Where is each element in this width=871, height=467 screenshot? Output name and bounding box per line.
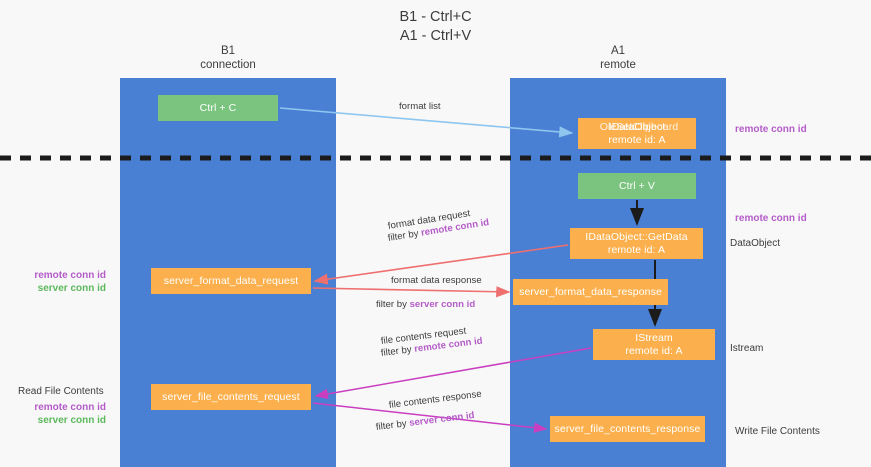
note-istream-text: Istream <box>730 343 764 354</box>
note-remote-conn-id-top: remote conn id <box>735 123 807 136</box>
note-remote-conn-id-mid: remote conn id <box>735 212 807 225</box>
node-server-format-data-response-label: server_format_data_response <box>519 285 662 298</box>
note-left-conn-ids-bottom: remote conn id server conn id <box>18 401 106 427</box>
note-remote-conn-id-top-text: remote conn id <box>735 124 807 135</box>
edge-label-file-contents-response: file contents response <box>388 388 483 411</box>
edge-label-format-data-response-filter: filter by server conn id <box>376 299 475 311</box>
column-header-a1: A1 remote <box>510 44 726 72</box>
filter-prefix: filter by <box>375 417 410 433</box>
node-istream[interactable]: IStream remote id: A <box>593 329 715 360</box>
node-ctrl-v[interactable]: Ctrl + V <box>578 173 696 199</box>
node-idataobject-getdata[interactable]: IDataObject::GetData remote id: A <box>570 228 703 259</box>
note-left-conn-ids-top: remote conn id server conn id <box>18 269 106 295</box>
node-server-format-data-request-label: server_format_data_request <box>163 274 299 287</box>
note-write-file-contents: Write File Contents <box>735 425 820 438</box>
node-idataobject-overlap-text: OleSetClipboard <box>599 121 679 133</box>
node-ctrl-v-label: Ctrl + V <box>618 179 656 192</box>
node-server-format-data-response[interactable]: server_format_data_response <box>513 279 668 305</box>
note-left-server-conn-id-2: server conn id <box>37 415 106 426</box>
node-istream-remote-id: remote id: A <box>625 344 683 357</box>
note-write-file-contents-text: Write File Contents <box>735 426 820 437</box>
node-server-file-contents-response-label: server_file_contents_response <box>554 422 701 435</box>
note-remote-conn-id-mid-text: remote conn id <box>735 213 807 224</box>
column-a1-name: A1 <box>610 45 626 57</box>
column-header-b1: B1 connection <box>120 44 336 72</box>
node-getdata-title: IDataObject::GetData <box>585 231 688 243</box>
node-server-file-contents-request-label: server_file_contents_request <box>162 390 300 403</box>
edge-label-file-contents-response-filter: filter by server conn id <box>375 410 475 434</box>
node-idataobject-title: IDataObject <box>608 121 666 133</box>
note-istream: Istream <box>730 342 763 355</box>
node-server-format-data-request[interactable]: server_format_data_request <box>151 268 311 294</box>
node-getdata-remote-id: remote id: A <box>607 243 666 256</box>
column-b1-name: B1 <box>220 45 236 57</box>
title-line-2: A1 - Ctrl+V <box>399 28 472 44</box>
node-ctrl-c-label: Ctrl + C <box>199 101 237 114</box>
note-left-remote-conn-id-2: remote conn id <box>34 402 106 413</box>
note-read-file-contents: Read File Contents <box>18 385 104 398</box>
filter-prefix: filter by <box>376 299 410 310</box>
filter-key-server-conn-id: server conn id <box>409 299 476 310</box>
title-line-1: B1 - Ctrl+C <box>399 9 472 25</box>
node-idataobject-remote-id: remote id: A <box>608 133 666 146</box>
column-a1-subtitle: remote <box>600 59 636 71</box>
note-left-remote-conn-id-1: remote conn id <box>34 270 106 281</box>
page-title: B1 - Ctrl+C A1 - Ctrl+V <box>0 8 871 46</box>
node-istream-title: IStream <box>635 332 673 344</box>
node-server-file-contents-request[interactable]: server_file_contents_request <box>151 384 311 410</box>
node-ctrl-c[interactable]: Ctrl + C <box>158 95 278 121</box>
note-read-file-contents-text: Read File Contents <box>18 386 104 397</box>
column-b1-subtitle: connection <box>200 59 256 71</box>
note-dataobject: DataObject <box>730 237 780 250</box>
node-server-file-contents-response[interactable]: server_file_contents_response <box>550 416 705 442</box>
filter-key-server-conn-id: server conn id <box>408 409 476 429</box>
note-left-server-conn-id-1: server conn id <box>37 283 106 294</box>
edge-label-format-list: format list <box>399 101 441 112</box>
note-dataobject-text: DataObject <box>730 238 781 249</box>
edge-label-format-data-response: format data response <box>391 275 482 286</box>
